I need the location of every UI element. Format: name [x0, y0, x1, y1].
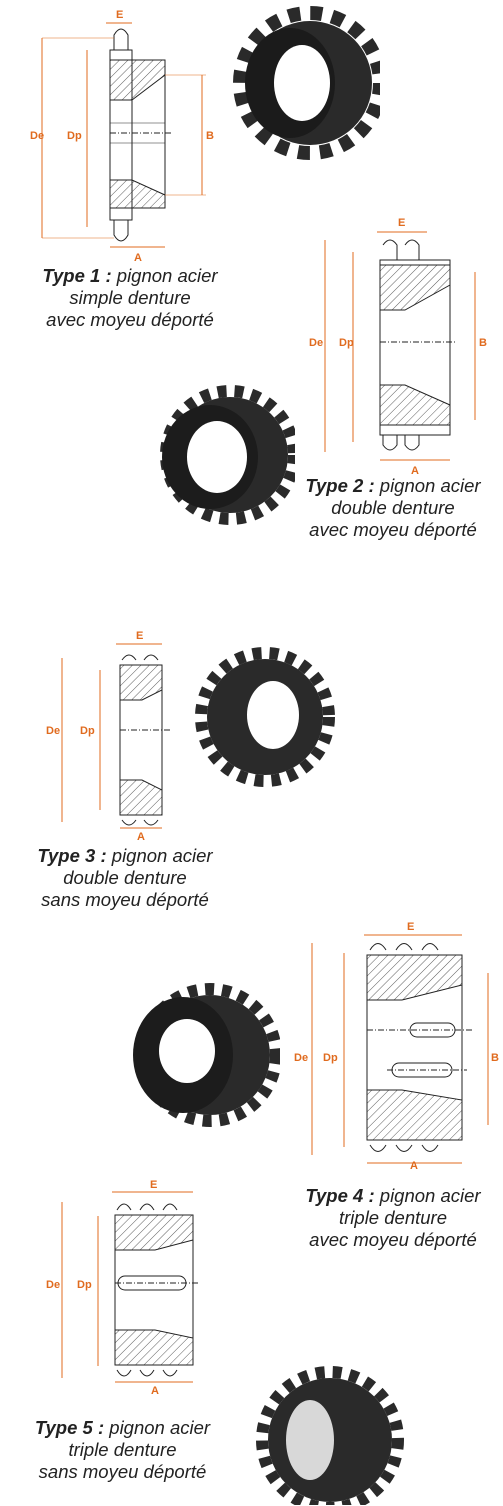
type-4-caption: Type 4 : pignon acier triple denture ave… [283, 1185, 503, 1251]
dim-label-De: De [30, 130, 44, 142]
dim-label-E: E [150, 1180, 157, 1191]
type-5-photo [256, 1366, 404, 1505]
dim-label-E: E [136, 630, 143, 642]
dim-label-B: B [206, 130, 214, 142]
type-2-desc-1: pignon acier [379, 475, 481, 496]
type-4-block: De Dp B A E Type 4 : pignon acier triple… [0, 915, 503, 1250]
type-1-block: De Dp B A E Type 1 : pignon acier simple… [0, 0, 503, 340]
type-2-desc-2: double denture [331, 497, 455, 518]
type-2-caption-text: Type 2 : pignon acier double denture ave… [283, 475, 503, 541]
type-2-diagram: De Dp B A E [309, 217, 487, 475]
type-2-desc-3: avec moyeu déporté [309, 519, 477, 540]
type-1-desc-2: simple denture [69, 287, 191, 308]
dim-label-A: A [137, 831, 145, 840]
type-3-block: De Dp A E Type 3 : pignon acier double d… [0, 625, 503, 925]
type-1-desc-1: pignon acier [116, 265, 218, 286]
dim-label-B: B [491, 1052, 499, 1064]
type-4-photo [133, 983, 280, 1127]
type-5-caption: Type 5 : pignon acier triple denture san… [0, 1417, 245, 1483]
type-2-block: De Dp B A E Type 2 : pignon acier double… [0, 205, 503, 575]
type-3-desc-3: sans moyeu déporté [41, 889, 209, 910]
dim-label-De: De [294, 1052, 308, 1064]
dim-label-De: De [46, 1279, 60, 1291]
type-3-caption: Type 3 : pignon acier double denture san… [0, 845, 250, 911]
type-4-desc-1: pignon acier [379, 1185, 481, 1206]
dim-label-De: De [46, 725, 60, 737]
dim-label-Dp: Dp [323, 1052, 338, 1064]
dim-label-E: E [398, 217, 405, 229]
type-1-desc-3: avec moyeu déporté [46, 309, 214, 330]
dim-label-A: A [410, 1160, 418, 1170]
dim-label-Dp: Dp [80, 725, 95, 737]
type-5-label: Type 5 : [34, 1417, 105, 1438]
type-5-desc-3: sans moyeu déporté [38, 1461, 207, 1482]
type-5-desc-2: triple denture [68, 1439, 177, 1460]
type-1-label: Type 1 : [42, 265, 112, 286]
type-4-desc-3: avec moyeu déporté [309, 1229, 477, 1250]
dim-label-Dp: Dp [339, 337, 354, 349]
type-1-caption: Type 1 : pignon acier simple denture ave… [0, 265, 260, 331]
dim-label-Dp: Dp [77, 1279, 92, 1291]
type-2-photo [160, 385, 295, 525]
type-3-label: Type 3 : [37, 845, 107, 866]
dim-label-E: E [407, 921, 414, 933]
type-5-desc-1: pignon acier [109, 1417, 211, 1438]
type-3-diagram: De Dp A E [46, 630, 172, 840]
type-3-desc-1: pignon acier [111, 845, 213, 866]
dim-label-A: A [151, 1385, 159, 1395]
dim-label-B: B [479, 337, 487, 349]
type-3-desc-2: double denture [63, 867, 187, 888]
type-4-desc-2: triple denture [339, 1207, 447, 1228]
dim-label-Dp: Dp [67, 130, 82, 142]
type-2-label: Type 2 : [305, 475, 375, 496]
type-1-diagram: De Dp B A E [30, 9, 214, 264]
type-1-photo [233, 6, 380, 160]
type-4-label: Type 4 : [305, 1185, 375, 1206]
dim-label-A: A [134, 252, 142, 264]
type-5-block: De Dp A E Type 5 : pignon acier triple d… [0, 1180, 503, 1506]
type-5-diagram: De Dp A E [46, 1180, 200, 1395]
type-3-photo [195, 647, 335, 787]
type-4-diagram: De Dp B A E [294, 921, 499, 1170]
dim-label-E: E [116, 9, 123, 21]
dim-label-A: A [411, 465, 419, 475]
dim-label-De: De [309, 337, 323, 349]
